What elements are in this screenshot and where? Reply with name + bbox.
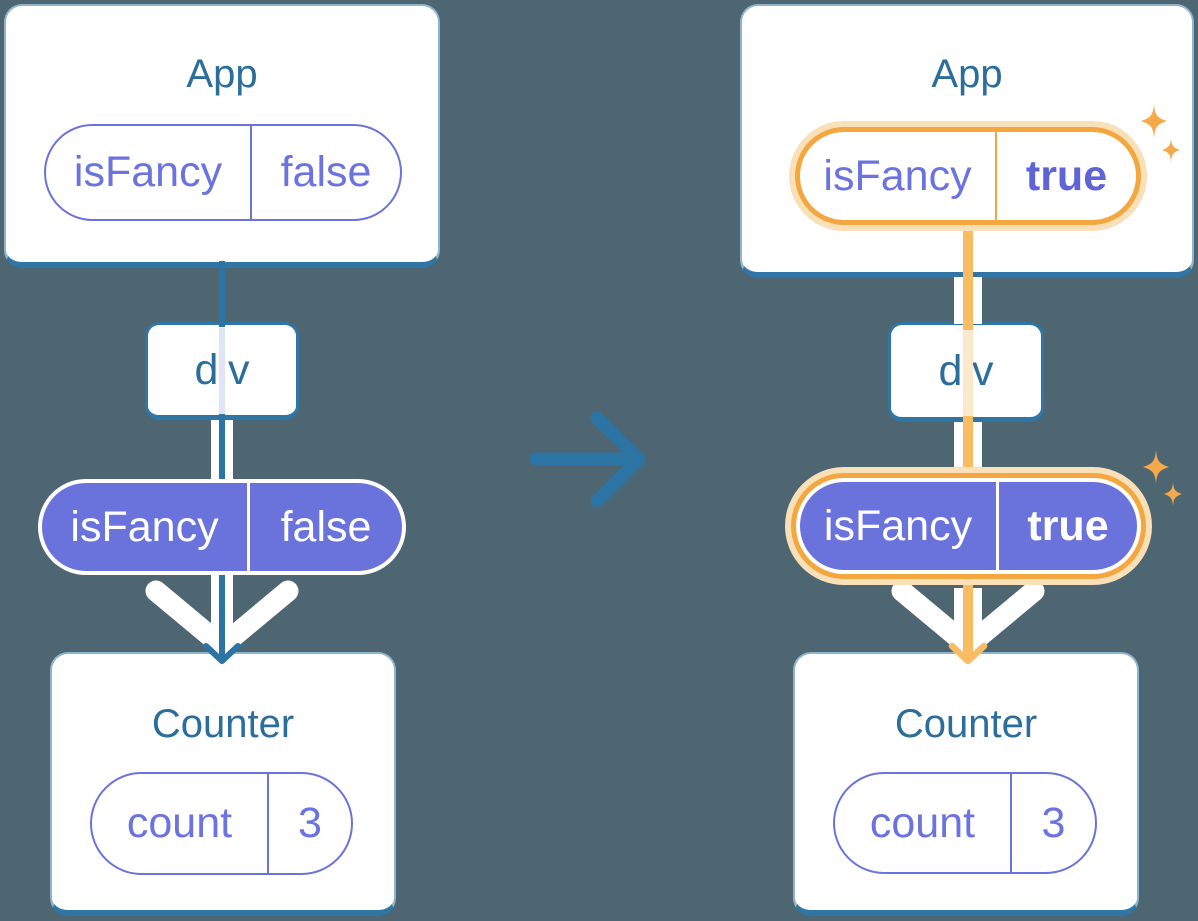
after-line-through-div	[963, 328, 973, 416]
prop-name-label: isFancy	[823, 501, 973, 550]
after-props-line-right-2	[973, 588, 982, 642]
after-props-line-right-0	[973, 277, 982, 324]
prop-name-label: isFancy	[73, 148, 223, 196]
before-line-through-div	[219, 328, 225, 414]
before-props-line-left-2	[211, 575, 219, 642]
after-props-line-left-0	[954, 277, 963, 324]
prop-name-label: isFancy	[823, 151, 972, 200]
before-props-line-right	[225, 420, 233, 480]
before-counter-state-pill: count 3	[90, 772, 353, 875]
before-props-line-left	[211, 420, 219, 480]
prop-value-label: false	[247, 483, 402, 571]
sparkle-icon	[1164, 482, 1182, 506]
state-value-label: 3	[1010, 774, 1095, 872]
after-props-line-left-2	[954, 588, 963, 642]
after-context-pill-highlighted: isFancy true	[800, 482, 1137, 570]
state-name-label: count	[869, 798, 976, 847]
prop-value-label: true	[995, 132, 1136, 220]
before-counter-title: Counter	[151, 702, 295, 746]
before-app-title: App	[186, 52, 258, 96]
prop-value-label: true	[996, 482, 1137, 570]
before-props-line-right-2	[225, 575, 233, 642]
after-app-to-div-line	[963, 222, 973, 330]
after-props-line-left-1	[954, 422, 963, 470]
prop-name-label: isFancy	[70, 502, 219, 551]
sparkle-icon	[1143, 450, 1169, 485]
prop-value-label: false	[250, 126, 400, 219]
before-app-to-div-line	[219, 261, 225, 327]
before-app-props-pill: isFancy false	[44, 124, 402, 221]
after-counter-state-pill: count 3	[833, 772, 1097, 874]
after-counter-title: Counter	[894, 702, 1038, 746]
arrow-right-icon	[529, 411, 646, 508]
before-context-pill: isFancy false	[42, 483, 402, 571]
after-props-line-right-1	[973, 422, 982, 470]
after-app-props-pill-highlighted: isFancy true	[795, 127, 1141, 225]
state-value-label: 3	[267, 774, 351, 873]
state-name-label: count	[126, 799, 233, 847]
after-app-title: App	[931, 52, 1003, 96]
